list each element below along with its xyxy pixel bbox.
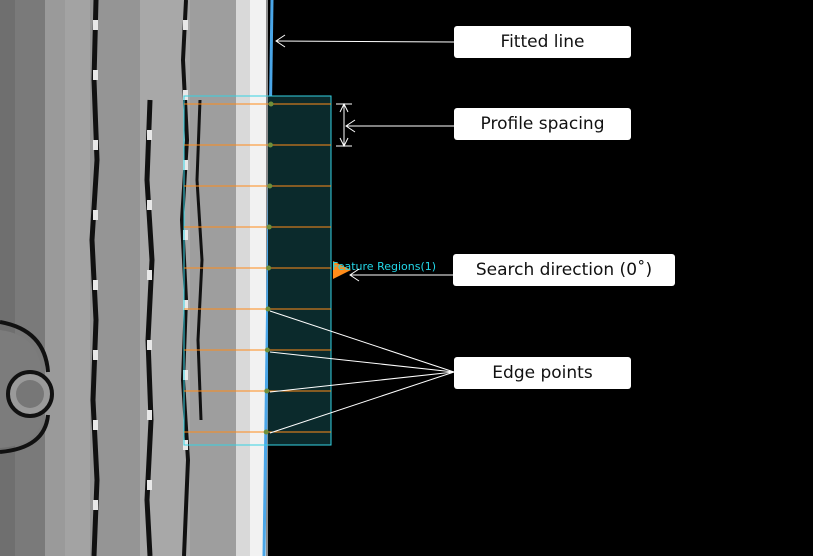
search-direction-arrow[interactable] (333, 261, 351, 279)
callout-leaders (269, 34, 455, 434)
callout-edge-points: Edge points (454, 357, 631, 389)
edge-point (264, 347, 270, 353)
callout-fitted-line: Fitted line (454, 26, 631, 58)
roi-label: Feature Regions(1) (332, 260, 436, 273)
edge-point (264, 388, 270, 394)
edge-point (267, 183, 273, 189)
edge-point (265, 306, 271, 312)
edge-point (263, 429, 269, 435)
edge-point (266, 224, 272, 230)
profile-lines (184, 101, 331, 435)
edge-point (266, 265, 272, 271)
profile-spacing-dimension (336, 102, 352, 148)
edge-point (268, 101, 274, 107)
callout-search-direction: Search direction (0˚) (453, 254, 675, 286)
callout-profile-spacing: Profile spacing (454, 108, 631, 140)
edge-point (267, 142, 273, 148)
part-image (0, 0, 268, 556)
